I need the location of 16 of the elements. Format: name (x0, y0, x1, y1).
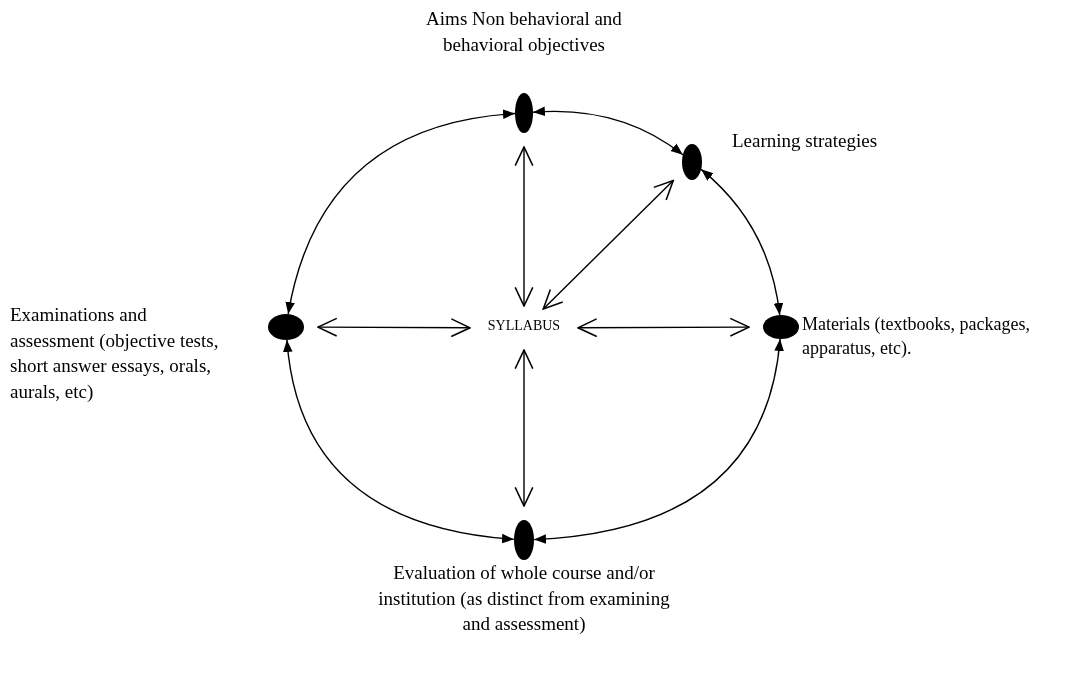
node-label: Evaluation of whole course and/or institution (as distinct from examining and assessment) (377, 561, 671, 637)
arrow (317, 317, 471, 338)
arrow (577, 317, 750, 338)
node-label: Aims Non behavioral and behavioral objectives (425, 7, 623, 57)
curved-arrow (532, 106, 684, 156)
node-label: Examinations and assessment (objective tests, short answer essays, orals, aurals, etc) (10, 303, 220, 404)
arrow (514, 349, 534, 507)
curved-arrow (700, 168, 783, 316)
node-label: Learning strategies (732, 129, 879, 153)
curved-arrow (285, 109, 516, 315)
curved-arrow (533, 338, 784, 544)
curved-arrow (283, 339, 515, 543)
arrow (514, 146, 534, 307)
arrow (542, 179, 675, 310)
node-label: SYLLABUS (486, 317, 562, 335)
node-label: Materials (textbooks, packages, apparatus, etc). (802, 313, 1031, 361)
